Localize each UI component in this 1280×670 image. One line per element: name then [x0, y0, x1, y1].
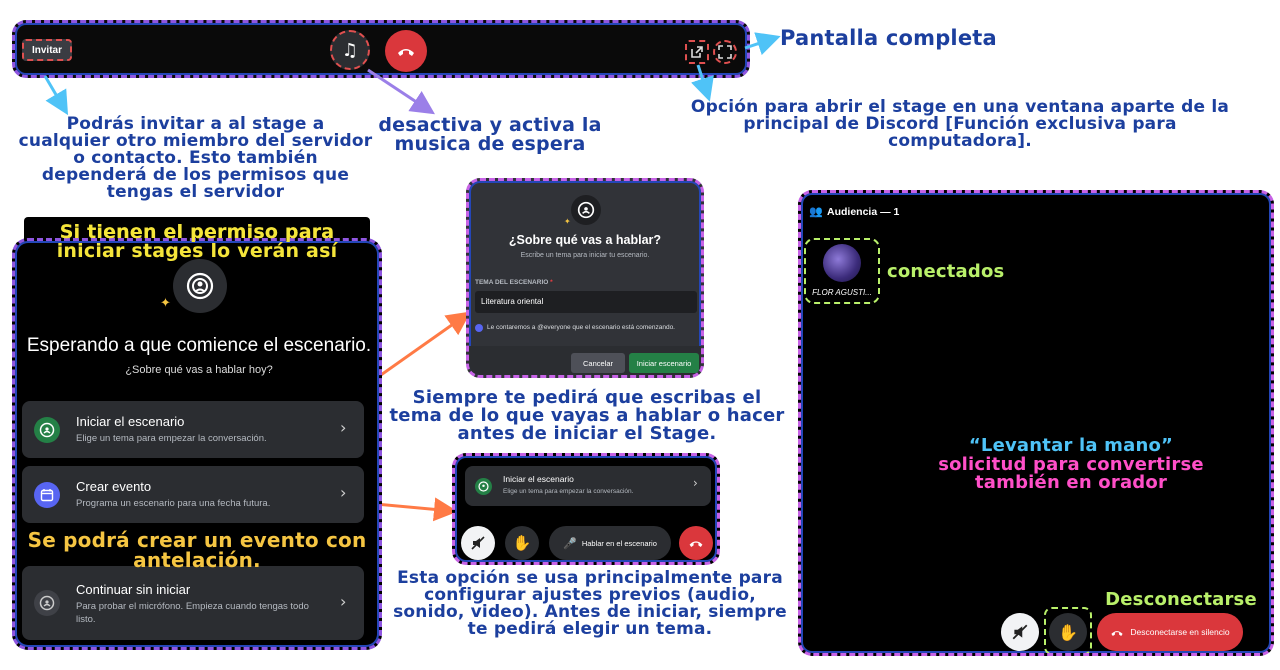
phone-hangup-icon: [689, 541, 703, 547]
chevron-right-icon: ›: [340, 418, 347, 437]
annotation-popout: Opción para abrir el stage en una ventan…: [690, 97, 1230, 151]
audience-icon: 👥: [809, 205, 823, 218]
topic-input[interactable]: Literatura oriental: [475, 291, 697, 313]
chevron-right-icon: ›: [693, 476, 698, 490]
option-desc: Elige un tema para empezar la conversaci…: [503, 488, 634, 495]
raise-hand-highlight: [1044, 607, 1092, 653]
sound-muted-icon: [1012, 624, 1028, 640]
phone-hangup-icon: [398, 49, 414, 56]
music-toggle-button[interactable]: ♫: [330, 30, 370, 70]
cancel-button[interactable]: Cancelar: [571, 353, 625, 373]
annotation-music: desactiva y activa la musica de espera: [378, 114, 602, 155]
disconnect-silently-button[interactable]: Desconectarse en silencio: [1097, 613, 1243, 651]
option-title: Iniciar el escenario: [76, 414, 185, 429]
audience-panel: 👥 Audiencia — 1 FLOR AGUSTI... conectado…: [798, 190, 1274, 656]
modal-subtitle: Escribe un tema para iniciar tu escenari…: [520, 252, 650, 259]
option-create-event[interactable]: Crear evento Programa un escenario para …: [22, 466, 364, 523]
raise-hand-button[interactable]: ✋: [1049, 613, 1087, 651]
notify-checkbox-label: Le contaremos a @everyone que el escenar…: [487, 324, 675, 331]
mini-stage-panel: Iniciar el escenario Elige un tema para …: [452, 453, 720, 565]
stage-icon: [571, 195, 601, 225]
chevron-right-icon: ›: [340, 592, 347, 611]
top-call-bar: Invitar ♫: [12, 20, 750, 78]
option-title: Crear evento: [76, 479, 152, 494]
chevron-right-icon: ›: [340, 483, 347, 502]
stage-icon: [173, 259, 227, 313]
user-name: FLOR AGUSTI...: [812, 288, 872, 297]
invite-button[interactable]: Invitar: [22, 39, 72, 61]
topic-modal: ✦ ¿Sobre qué vas a hablar? Escribe un te…: [466, 178, 704, 378]
annotation-event: Se podrá crear un evento con antelación.: [27, 528, 367, 572]
popout-icon: [691, 46, 703, 58]
speak-on-stage-button[interactable]: 🎤 Hablar en el escenario: [549, 526, 671, 560]
option-desc: Programa un escenario para una fecha fut…: [76, 498, 271, 509]
mute-sound-button[interactable]: [461, 526, 495, 560]
option-start-stage[interactable]: Iniciar el escenario Elige un tema para …: [22, 401, 364, 458]
popout-button[interactable]: [685, 40, 709, 64]
annotation-fullscreen: Pantalla completa: [780, 26, 997, 50]
notify-checkbox[interactable]: [475, 324, 483, 332]
annotation-invite: Podrás invitar a al stage a cualquier ot…: [18, 114, 373, 202]
music-note-icon: ♫: [341, 39, 359, 61]
annotation-disconnect: Desconectarse: [1105, 589, 1257, 610]
hand-icon: ✋: [1058, 622, 1078, 642]
fullscreen-button[interactable]: [713, 40, 737, 64]
stage-broadcast-icon: [186, 272, 214, 300]
leave-stage-button[interactable]: [679, 526, 713, 560]
annotation-topic: Siempre te pedirá que escribas el tema d…: [389, 387, 785, 444]
option-title: Iniciar el escenario: [503, 474, 574, 484]
annotation-raise-hand-desc: solicitud para convertirse también en or…: [938, 454, 1204, 493]
annotation-permission-overlay: Si tienen el permiso para iniciar stages…: [56, 221, 338, 262]
invite-button-label: Invitar: [31, 44, 62, 56]
sparkle-icon: ✦: [160, 296, 171, 311]
phone-hangup-icon: [1111, 630, 1123, 636]
annotation-raise-hand-title: “Levantar la mano”: [968, 435, 1174, 456]
calendar-icon: [34, 482, 60, 508]
stage-green-icon: [475, 478, 492, 495]
audience-header: Audiencia — 1: [827, 206, 900, 218]
hand-icon: ✋: [512, 534, 532, 552]
topic-field-label: TEMA DEL ESCENARIO *: [475, 279, 553, 286]
stage-gray-icon: [34, 590, 60, 616]
sparkle-icon: ✦: [564, 217, 571, 226]
waiting-subtitle: ¿Sobre qué vas a hablar hoy?: [125, 364, 273, 376]
annotation-continue: Esta opción se usa principalmente para c…: [393, 568, 787, 639]
mute-sound-button[interactable]: [1001, 613, 1039, 651]
option-desc: Para probar el micrófono. Empieza cuando…: [76, 601, 309, 626]
raise-hand-button[interactable]: ✋: [505, 526, 539, 560]
option-title: Continuar sin iniciar: [76, 582, 191, 597]
leave-call-button[interactable]: [385, 30, 427, 72]
mini-option-start-stage[interactable]: Iniciar el escenario Elige un tema para …: [465, 466, 711, 506]
fullscreen-icon: [718, 45, 732, 59]
waiting-title: Esperando a que comience el escenario.: [26, 335, 372, 356]
modal-title: ¿Sobre qué vas a hablar?: [508, 233, 662, 247]
start-stage-button[interactable]: Iniciar escenario: [629, 353, 699, 373]
sound-muted-icon: [471, 536, 485, 550]
option-continue-without-start[interactable]: Continuar sin iniciar Para probar el mic…: [22, 566, 364, 640]
avatar: [823, 244, 861, 282]
annotation-connected: conectados: [887, 261, 1005, 282]
option-desc: Elige un tema para empezar la conversaci…: [76, 433, 267, 444]
microphone-icon: 🎤: [563, 537, 577, 550]
user-tile[interactable]: FLOR AGUSTI...: [804, 238, 880, 304]
stage-green-icon: [34, 417, 60, 443]
